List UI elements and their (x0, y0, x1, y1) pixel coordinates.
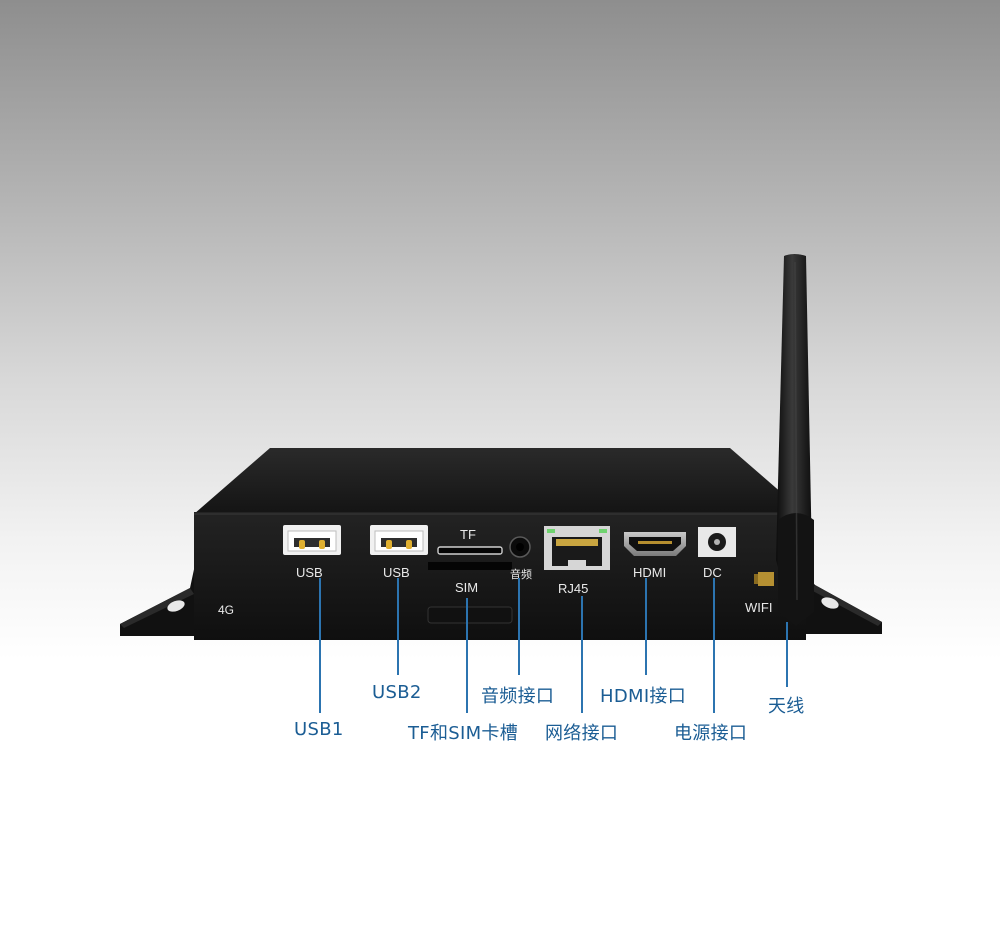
antenna (776, 254, 814, 626)
sim-card-slot (428, 562, 512, 570)
callout-network: 网络接口 (545, 723, 619, 744)
tf-card-slot (437, 546, 503, 555)
tf-label: TF (460, 527, 476, 542)
callout-usb2: USB2 (372, 682, 422, 703)
hdmi-label: HDMI (633, 565, 667, 580)
wifi-antenna-connector (754, 572, 774, 586)
dc-label: DC (703, 565, 722, 580)
usb2-leader-line (397, 578, 399, 675)
left-mounting-flange (120, 560, 200, 636)
callout-power: 电源接口 (674, 723, 748, 744)
hdmi-port (624, 532, 686, 556)
callout-hdmi: HDMI接口 (600, 686, 687, 707)
lte-label: 4G (218, 603, 235, 617)
network-leader-line (581, 596, 583, 713)
usb-port-label-1: USB (296, 565, 323, 580)
audio-leader-line (518, 578, 520, 675)
callout-tf-sim: TF和SIM卡槽 (408, 723, 519, 744)
rj45-port (544, 526, 610, 570)
callout-usb1: USB1 (294, 719, 344, 740)
device-top (194, 448, 806, 514)
usb-port-label-2: USB (383, 565, 410, 580)
rj45-label: RJ45 (558, 581, 589, 596)
callout-antenna: 天线 (768, 696, 805, 717)
tf-sim-leader-line (466, 598, 468, 713)
antenna-leader-line (786, 622, 788, 687)
callout-audio: 音频接口 (481, 686, 555, 707)
audio-label: 音频 (510, 569, 532, 581)
usb2-port (370, 525, 428, 555)
audio-jack (509, 536, 531, 558)
usb1-port (283, 525, 341, 555)
sim-label: SIM (455, 580, 479, 595)
dc-power-jack (698, 527, 736, 557)
usb1-leader-line (319, 578, 321, 713)
hdmi-leader-line (645, 578, 647, 675)
power-leader-line (713, 578, 715, 713)
wifi-label: WIFI (745, 600, 773, 615)
